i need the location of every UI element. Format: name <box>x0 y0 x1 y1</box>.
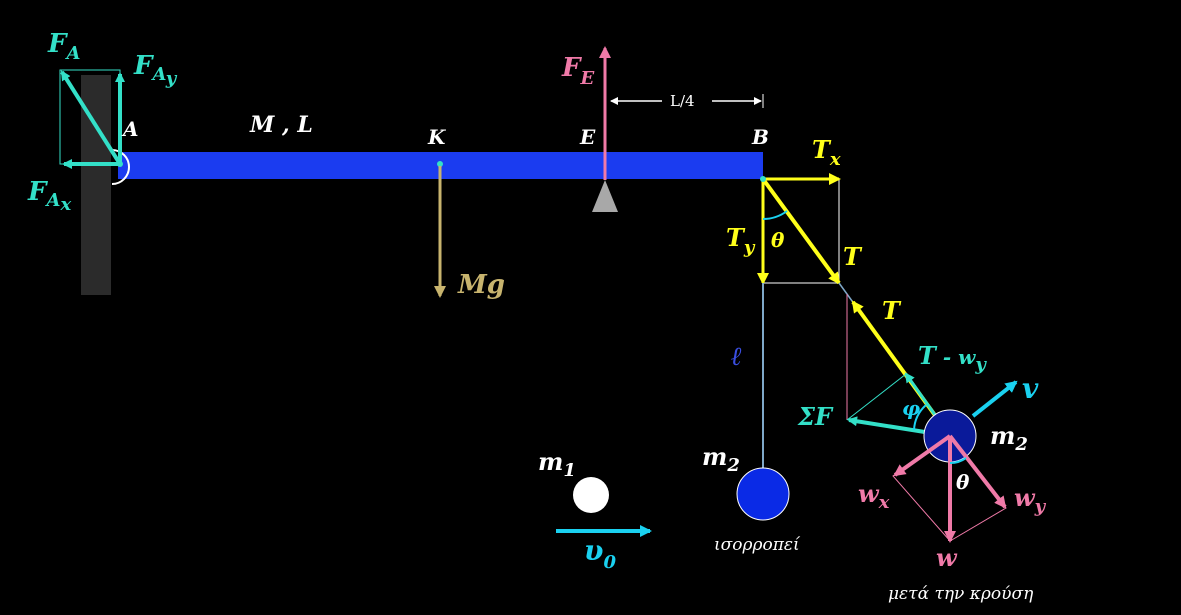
label-point-k: K <box>427 125 447 149</box>
caption-isorropei: ισορροπεί <box>714 535 801 555</box>
sigma-f-guide <box>846 373 907 421</box>
caption-meta-krousi: μετά την κρούση <box>888 584 1034 604</box>
wy-vector <box>948 434 1007 509</box>
label-point-e: E <box>579 125 596 149</box>
label-theta-bottom: θ <box>956 470 970 494</box>
label-mass-length: M , L <box>249 112 313 138</box>
theta-arc-bottom <box>949 457 967 465</box>
label-tx: Tx <box>812 135 841 170</box>
label-ty: Ty <box>726 223 756 258</box>
label-t-minus-wy: T - wy <box>918 341 987 375</box>
label-w: w <box>936 543 958 572</box>
center-k <box>437 161 443 167</box>
fa-vector <box>60 70 122 166</box>
support-e <box>592 180 618 212</box>
label-phi: φ <box>902 396 920 420</box>
ball-m1 <box>573 477 609 513</box>
label-v: v <box>1022 372 1039 405</box>
point-b-dot <box>760 176 766 182</box>
label-wy: wy <box>1014 483 1047 517</box>
label-wx: wx <box>858 479 890 513</box>
label-t-bottom: T <box>882 296 902 325</box>
label-l-over-4: L/4 <box>670 92 695 110</box>
label-sigma-f: ΣF <box>797 402 834 431</box>
label-m1: m1 <box>538 447 576 481</box>
label-point-b: B <box>751 125 769 149</box>
ball-m2-equilibrium <box>736 467 790 521</box>
label-fax: FAx <box>27 177 71 215</box>
label-fe: FE <box>561 53 594 89</box>
label-point-a: A <box>121 117 139 141</box>
t-vector-top <box>761 177 841 285</box>
label-mg: Mg <box>457 270 505 300</box>
v-vector <box>971 380 1018 418</box>
label-m2-left: m2 <box>702 442 740 476</box>
label-theta-top: θ <box>771 228 785 252</box>
wx-vector <box>893 434 952 477</box>
label-fa: FA <box>47 29 80 64</box>
phi-arc <box>913 404 927 431</box>
label-ell: ℓ <box>731 342 742 372</box>
label-fay: FAy <box>133 51 178 89</box>
theta-arc-top <box>762 210 788 220</box>
label-m2-right: m2 <box>990 421 1028 455</box>
label-v0: υ0 <box>584 534 616 573</box>
label-t-top: T <box>843 242 863 271</box>
